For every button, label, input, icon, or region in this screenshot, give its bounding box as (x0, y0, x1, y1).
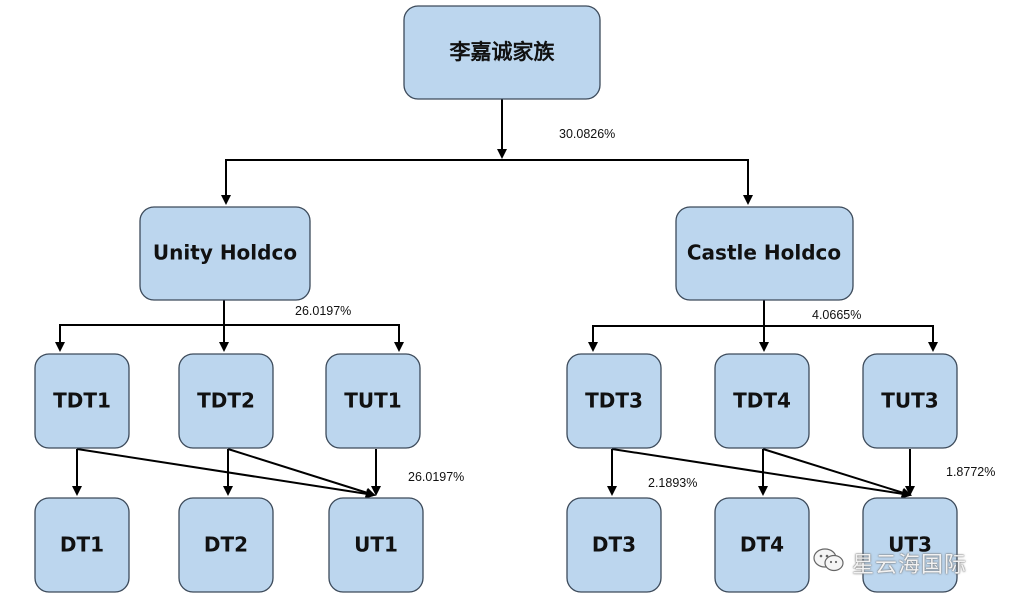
node-tut3-label: TUT3 (881, 389, 938, 413)
label-tut3-to-ut3: 1.8772% (946, 465, 995, 479)
node-dt3: DT3 (566, 497, 662, 593)
node-tdt1: TDT1 (34, 353, 130, 449)
node-unity-holdco-label: Unity Holdco (153, 241, 297, 265)
edge-unity-bus (59, 324, 404, 352)
edge-root-bus (225, 159, 753, 205)
edge-labels: 30.0826% 26.0197% 4.0665% 26.0197% 2.189… (295, 127, 995, 490)
node-ut1-label: UT1 (354, 533, 398, 557)
node-castle-holdco: Castle Holdco (675, 206, 854, 301)
label-castle-to-trusts: 4.0665% (812, 308, 861, 322)
node-root-label: 李嘉诚家族 (449, 40, 556, 64)
node-tdt2: TDT2 (178, 353, 274, 449)
node-ut3: UT3 (862, 497, 958, 593)
node-tdt1-label: TDT1 (53, 389, 111, 413)
node-tut1-label: TUT1 (344, 389, 401, 413)
node-dt2: DT2 (178, 497, 274, 593)
node-tdt3: TDT3 (566, 353, 662, 449)
label-tut1-to-ut1: 26.0197% (408, 470, 464, 484)
node-ut3-label: UT3 (888, 533, 932, 557)
edge-tdt4-to-ut3 (762, 448, 912, 498)
node-tdt2-label: TDT2 (197, 389, 255, 413)
node-unity-holdco: Unity Holdco (139, 206, 311, 301)
edges (55, 99, 938, 499)
node-dt4: DT4 (714, 497, 810, 593)
edge-tdt3-to-ut3 (611, 448, 912, 499)
node-tut1: TUT1 (325, 353, 421, 449)
node-ut1: UT1 (328, 497, 424, 593)
edge-tdt1-to-ut1 (76, 448, 376, 499)
node-dt2-label: DT2 (204, 533, 248, 557)
watermark-text: 星云海国际 (852, 553, 968, 578)
label-unity-to-trusts: 26.0197% (295, 304, 351, 318)
nodes: 李嘉诚家族 Unity Holdco Castle Holdco TDT1 TD… (34, 5, 958, 593)
wechat-icon (812, 546, 846, 580)
node-root: 李嘉诚家族 (403, 5, 601, 100)
node-dt1-label: DT1 (60, 533, 104, 557)
label-root-to-holdcos: 30.0826% (559, 127, 615, 141)
node-tdt4: TDT4 (714, 353, 810, 449)
node-dt3-label: DT3 (592, 533, 636, 557)
node-dt1: DT1 (34, 497, 130, 593)
label-tdt3-to-dt3: 2.1893% (648, 476, 697, 490)
node-castle-holdco-label: Castle Holdco (687, 241, 841, 265)
watermark: 星云海国际 (812, 548, 967, 578)
node-tdt4-label: TDT4 (733, 389, 791, 413)
edge-tdt2-to-ut1 (227, 448, 376, 498)
node-dt4-label: DT4 (740, 533, 784, 557)
node-tdt3-label: TDT3 (585, 389, 643, 413)
node-tut3: TUT3 (862, 353, 958, 449)
